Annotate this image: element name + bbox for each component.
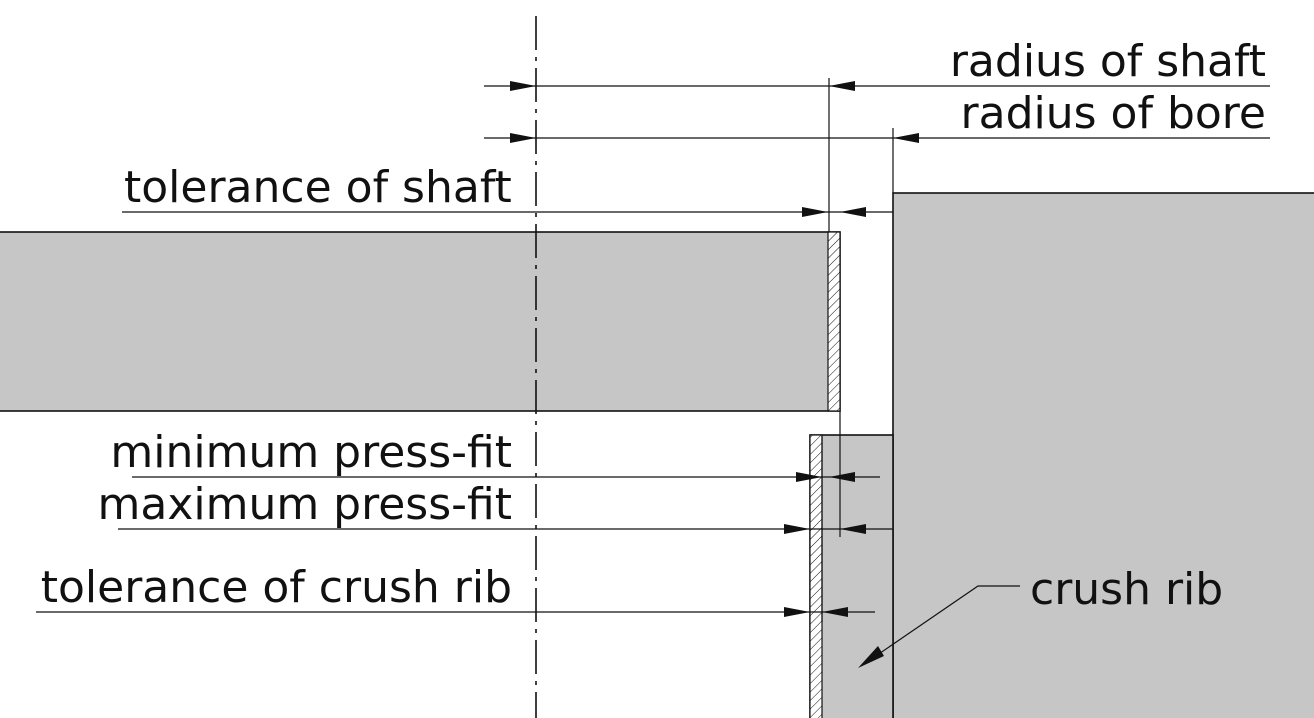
dimension-radius-of-shaft	[484, 81, 1270, 91]
label-radius-of-bore: radius of bore	[961, 88, 1266, 139]
bore-body	[892, 192, 1314, 718]
label-crush-rib: crush rib	[1030, 564, 1223, 615]
label-maximum-press-fit: maximum press-fit	[98, 479, 513, 530]
label-tolerance-of-crush-rib: tolerance of crush rib	[41, 562, 512, 613]
shaft-tolerance-hatch	[827, 231, 841, 412]
dimension-tolerance-of-crush-rib	[36, 607, 875, 617]
label-radius-of-shaft: radius of shaft	[950, 36, 1266, 87]
label-tolerance-of-shaft: tolerance of shaft	[124, 162, 512, 213]
leader-crush-rib	[858, 585, 1020, 668]
dimension-minimum-press-fit	[132, 472, 880, 482]
label-minimum-press-fit: minimum press-fit	[110, 427, 512, 478]
crush-rib-body	[809, 434, 894, 718]
shaft-body	[0, 231, 841, 412]
dimension-maximum-press-fit	[118, 524, 893, 534]
dimension-tolerance-of-shaft	[122, 207, 893, 217]
dimension-radius-of-bore	[484, 133, 1270, 143]
